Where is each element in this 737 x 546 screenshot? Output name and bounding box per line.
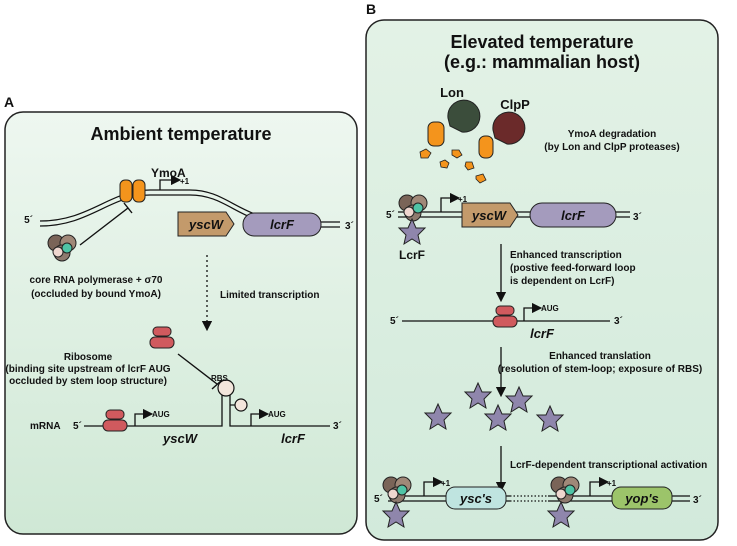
panel-b-bottom-tss-1: +1 — [441, 479, 451, 488]
ymoa-protein — [119, 179, 146, 203]
ribosome-label-line3: occluded by stem loop structure) — [9, 376, 167, 387]
aug-label-2: AUG — [268, 410, 286, 419]
panel-b-mrna-5prime: 5´ — [390, 316, 399, 327]
panel-b-title-line1: Elevated temperature — [450, 32, 633, 52]
mrna-lcrf-label: lcrF — [281, 431, 306, 446]
stem-loop-side — [234, 398, 248, 412]
aug-arrow-2 — [250, 408, 270, 426]
lcrf-protein-label: LcrF — [399, 248, 425, 262]
activation-label: LcrF-dependent transcriptional activatio… — [510, 460, 707, 471]
aug-label-1: AUG — [152, 410, 170, 419]
panel-b-title-line2: (e.g.: mammalian host) — [444, 52, 640, 72]
panel-b-row1-3prime: 3´ — [633, 212, 642, 223]
panel-b-gene-lcrf — [529, 202, 617, 228]
mrna-label: mRNA — [30, 421, 61, 432]
panel-a-dna-3prime: 3´ — [345, 221, 354, 232]
panel-b-row1-tss: +1 — [458, 195, 468, 204]
panel-b-gene-lcrf-label: lcrF — [561, 208, 586, 223]
panel-b-aug-label: AUG — [541, 304, 559, 313]
panel-a-gene-lcrf-label: lcrF — [270, 217, 295, 232]
panel-a-gene-yscw — [177, 211, 235, 237]
panel-b-bottom-tss-2: +1 — [607, 479, 617, 488]
ribosome-label: Ribosome — [64, 352, 113, 363]
polymerase-label-line1: core RNA polymerase + σ70 — [30, 275, 163, 286]
ribosome-label-line2: (binding site upstream of lcrF AUG — [5, 364, 170, 375]
panel-b-gene-yscw — [461, 202, 519, 228]
panel-a-letter: A — [4, 94, 14, 110]
panel-b-gene-yscw-label: yscW — [471, 208, 508, 223]
rbs-label: RBS — [211, 374, 229, 383]
panel-b-mrna-3prime: 3´ — [614, 316, 623, 327]
aug-arrow-1 — [134, 408, 154, 426]
ymoa-fragments — [419, 148, 487, 184]
limited-transcription-label: Limited transcription — [220, 290, 319, 301]
panel-b-aug-arrow — [523, 302, 543, 321]
mrna-yscw-label: yscW — [162, 431, 199, 446]
gene-ysc-box — [445, 486, 507, 510]
panel-b-bottom-5prime: 5´ — [374, 494, 383, 505]
degradation-line2: (by Lon and ClpP proteases) — [544, 142, 679, 153]
panel-b-mrna-lcrf: lcrF — [530, 326, 555, 341]
lon-label: Lon — [440, 85, 464, 100]
enhanced-tx-line3: is dependent on LcrF) — [510, 276, 614, 287]
panel-a-ribosome — [149, 326, 175, 349]
enhanced-tl-line1: Enhanced translation — [549, 351, 651, 362]
panel-b-bottom-3prime: 3´ — [693, 495, 702, 506]
enhanced-tx-line1: Enhanced transcription — [510, 250, 622, 261]
mrna-5prime: 5´ — [73, 421, 82, 432]
panel-a-tss: +1 — [180, 177, 190, 186]
polymerase-label-line2: (occluded by bound YmoA) — [31, 289, 161, 300]
panel-b-row1-tss-arrow — [440, 192, 461, 212]
panel-a-gene-lcrf — [242, 212, 322, 237]
enhanced-tx-line2: (postive feed-forward loop — [510, 263, 636, 274]
panel-a-title: Ambient temperature — [90, 124, 271, 144]
degradation-line1: YmoA degradation — [568, 129, 657, 140]
panel-a-dna-5prime: 5´ — [24, 215, 33, 226]
panel-a-inhibition-line — [79, 202, 133, 246]
panel-a-gene-yscw-label: yscW — [188, 217, 225, 232]
ribosome-inhibition-line — [177, 353, 223, 390]
mrna-3prime: 3´ — [333, 421, 342, 432]
panel-b-row1-5prime: 5´ — [386, 210, 395, 221]
panel-a-tss-arrow — [159, 174, 182, 190]
panel-b-mrna-ribosome — [492, 305, 518, 328]
panel-b-bottom-tss-arrow-2 — [589, 476, 610, 496]
stem-loop-head — [217, 379, 235, 397]
panel-b-letter: B — [366, 1, 376, 17]
enhanced-tl-line2: (resolution of stem-loop; exposure of RB… — [498, 364, 702, 375]
mrna-ribosome — [102, 409, 128, 432]
panel-b-bottom-tss-arrow-1 — [423, 476, 444, 496]
lon-protease — [427, 99, 481, 147]
gene-yop-box — [611, 486, 673, 510]
gene-yop-label: yop's — [624, 491, 658, 506]
clpp-protease — [478, 111, 526, 159]
clpp-label: ClpP — [500, 97, 530, 112]
gene-ysc-label: ysc's — [459, 491, 492, 506]
